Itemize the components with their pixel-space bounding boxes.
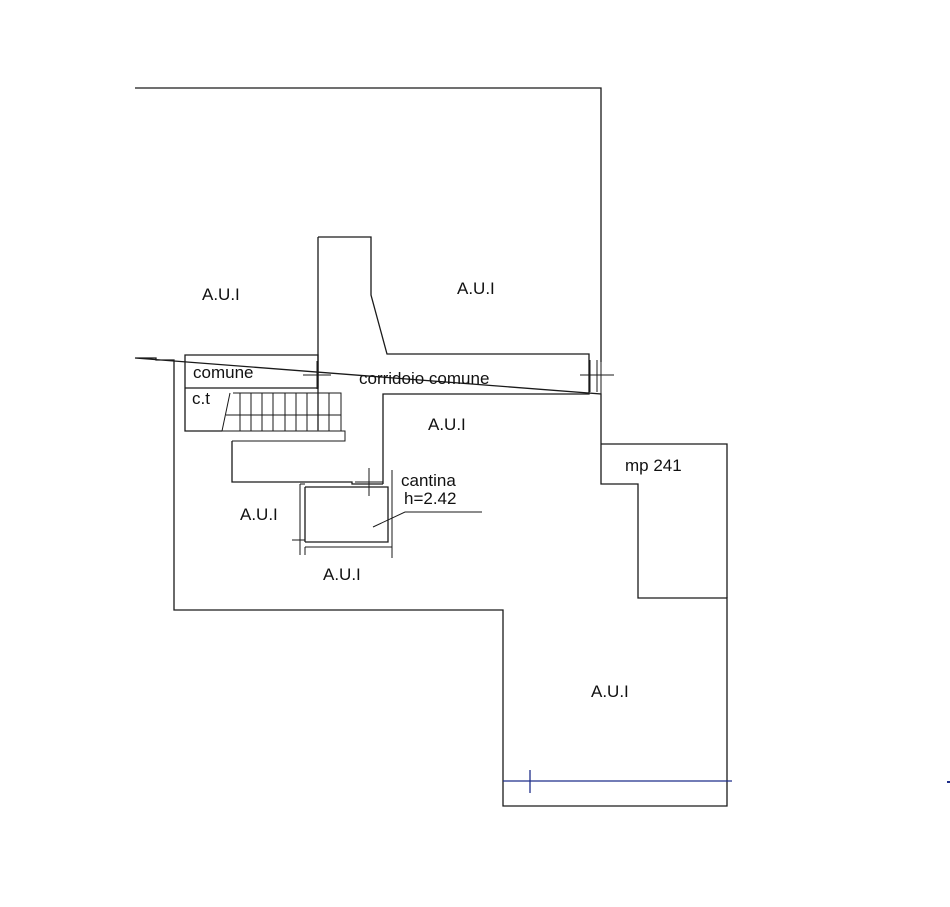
cross-markers	[303, 360, 614, 496]
label-mp-241: mp 241	[625, 456, 682, 475]
cantina-leader	[372, 511, 482, 528]
label-cantina-height: h=2.42	[404, 489, 456, 508]
comune-room	[184, 354, 319, 432]
label-aui-bottom-right: A.U.I	[591, 682, 629, 701]
label-aui-bottom-mid: A.U.I	[323, 565, 361, 584]
core-box	[231, 441, 383, 485]
label-corridoio-comune: corridoio comune	[359, 369, 489, 388]
label-cantina: cantina	[401, 471, 456, 490]
outer-wall	[134, 87, 728, 807]
corridor-wall	[317, 236, 590, 484]
label-comune: comune	[193, 363, 253, 382]
mp-241-outline	[601, 443, 728, 598]
staircase	[221, 392, 346, 442]
cantina-room	[292, 470, 393, 558]
label-ct: c.t	[192, 389, 210, 408]
label-aui-left: A.U.I	[240, 505, 278, 524]
label-aui-top-left: A.U.I	[202, 285, 240, 304]
label-aui-top-right: A.U.I	[457, 279, 495, 298]
label-aui-center: A.U.I	[428, 415, 466, 434]
